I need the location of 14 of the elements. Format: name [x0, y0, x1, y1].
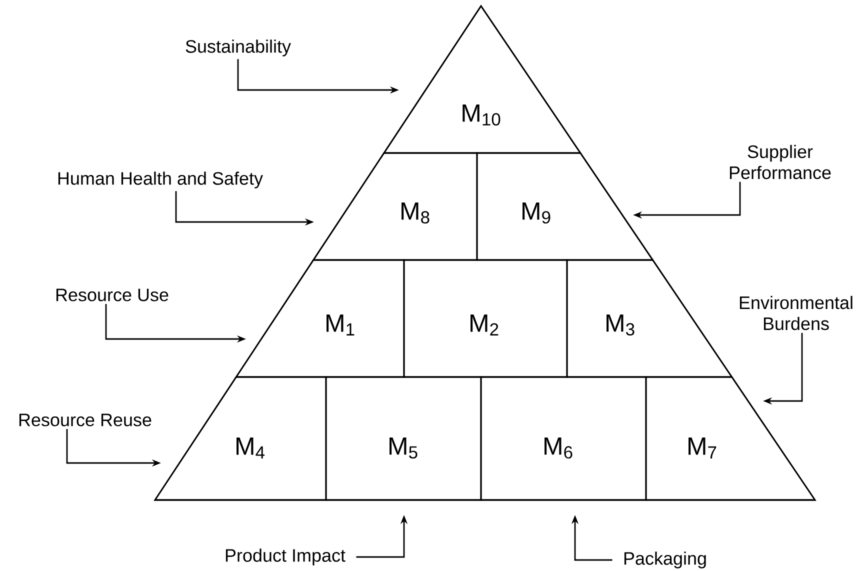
pyramid-cell: M$_{3}$	[566, 259, 734, 378]
label-text: Human Health and Safety	[58, 172, 263, 188]
pyramid-cell: M$_{2}$	[403, 259, 568, 378]
label-text: Packaging	[624, 552, 706, 568]
label-text: Supplier Performance	[730, 144, 831, 180]
label-text: Product Impact	[226, 548, 346, 566]
pyramid-cell: M$_{5}$	[325, 376, 482, 501]
pyramid-cell: M$_{9}$	[476, 152, 654, 261]
pyramid-cell: M$_{6}$	[480, 376, 647, 501]
label-text: Environmental Burdens	[740, 296, 852, 330]
label-text: Resource Reuse	[19, 414, 152, 426]
label-text: Sustainability	[186, 40, 291, 56]
label-text: Resource Use	[56, 288, 168, 302]
pyramid-cell: M$_{7}$	[645, 376, 816, 501]
